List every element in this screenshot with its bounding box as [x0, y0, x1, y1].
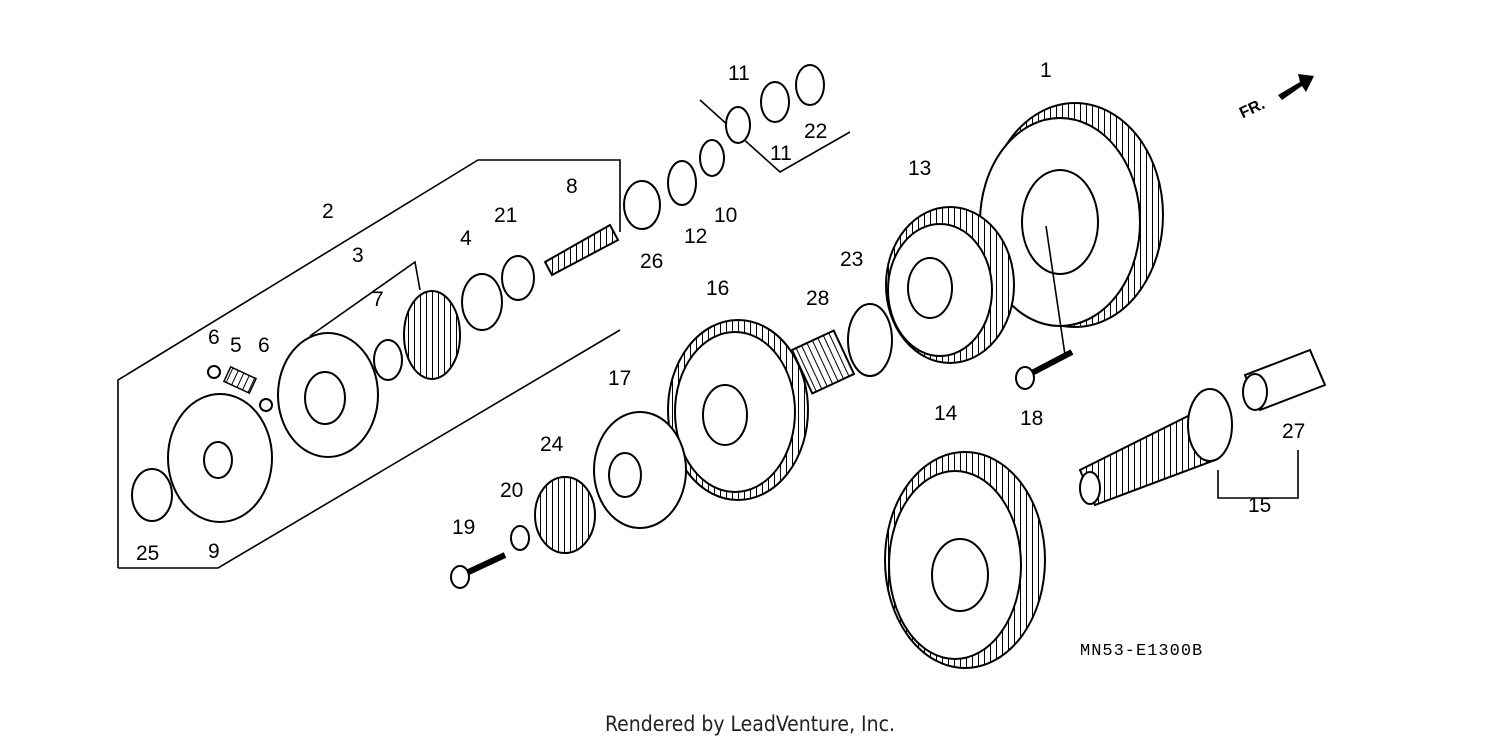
callout: 3 — [352, 244, 364, 267]
bracket-15 — [1217, 450, 1299, 499]
part-9-housing — [167, 393, 273, 523]
callout: 25 — [136, 542, 159, 565]
part-26-bearing — [623, 180, 661, 230]
callouts: 1 2 3 4 5 6 6 7 8 9 10 11 11 12 13 14 15… — [136, 59, 1305, 565]
part-28-bearing — [790, 329, 856, 395]
callout: 27 — [1282, 420, 1305, 443]
bracket-2 — [117, 159, 621, 569]
callout: 15 — [1248, 494, 1271, 517]
callout: 14 — [934, 402, 958, 425]
part-10-collar — [699, 139, 725, 177]
callout: 16 — [706, 277, 729, 300]
callout: 18 — [1020, 407, 1043, 430]
part-20-washer — [510, 525, 530, 551]
direction-label: FR. — [1237, 96, 1268, 122]
callout: 1 — [1040, 59, 1052, 82]
callout: 13 — [908, 157, 931, 180]
callout: 2 — [322, 200, 334, 223]
callout: 26 — [640, 250, 663, 273]
diagram-code: MN53-E1300B — [1080, 642, 1203, 661]
part-12-washer — [667, 160, 697, 206]
footer-credit: Rendered by LeadVenture, Inc. — [605, 712, 895, 736]
callout: 19 — [452, 516, 475, 539]
callout: 24 — [540, 433, 564, 456]
part-16-gear — [667, 319, 809, 501]
part-25-bearing — [131, 468, 173, 522]
part-1-gear — [979, 102, 1164, 356]
part-21-washer — [501, 255, 535, 301]
part-5-spring — [222, 365, 258, 395]
part-27-sleeve — [1242, 348, 1327, 412]
part-7-circlip — [373, 339, 403, 381]
part-22-washer — [795, 64, 825, 106]
parts-diagram: FR. 1 2 3 4 5 6 6 7 8 9 10 11 11 12 13 1… — [117, 59, 1327, 669]
callout: 9 — [208, 540, 220, 563]
part-8-shaft — [543, 223, 620, 277]
part-19-bolt — [450, 552, 507, 589]
part-15-shaft — [1078, 388, 1233, 507]
callout: 17 — [608, 367, 631, 390]
part-6-pin-a — [207, 365, 221, 379]
part-18-bolt — [1015, 349, 1074, 390]
callout: 22 — [804, 120, 827, 143]
callout: 10 — [714, 204, 737, 227]
callout: 23 — [840, 248, 863, 271]
callout: 7 — [372, 288, 384, 311]
part-6-pin-b — [259, 398, 273, 412]
part-3-clutch — [277, 332, 379, 458]
part-17-hub — [593, 411, 687, 529]
callout: 5 — [230, 334, 242, 357]
part-24-bearing — [534, 476, 596, 554]
part-4-washer — [461, 273, 503, 331]
bracket-3 — [309, 260, 421, 337]
callout: 6 — [208, 326, 220, 349]
arrow-icon: FR. — [1237, 74, 1314, 122]
callout: 20 — [500, 479, 523, 502]
callout: 4 — [460, 227, 472, 250]
callout: 12 — [684, 225, 707, 248]
part-11-washer-a — [725, 106, 751, 144]
part-3-sprocket — [403, 290, 461, 380]
part-14-gear — [884, 451, 1046, 669]
part-11-washer-b — [760, 81, 790, 123]
callout: 28 — [806, 287, 829, 310]
callout: 8 — [566, 175, 578, 198]
callout: 11 — [728, 62, 750, 85]
callout: 21 — [494, 204, 517, 227]
callout: 11 — [770, 142, 792, 165]
part-23-washer — [847, 303, 893, 377]
callout: 6 — [258, 334, 270, 357]
part-13-gear — [885, 206, 1015, 364]
